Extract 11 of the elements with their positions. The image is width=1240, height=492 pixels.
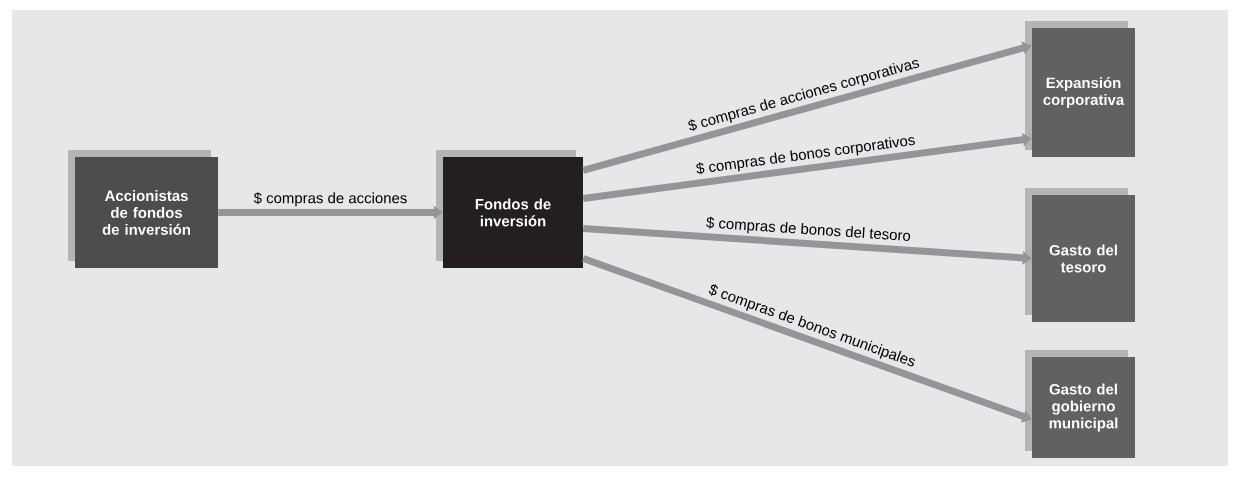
arrow bbox=[582, 132, 1032, 202]
process-box: Gasto del gobierno municipal bbox=[1025, 350, 1135, 458]
arrow bbox=[582, 255, 1032, 423]
process-box: Gasto del tesoro bbox=[1025, 188, 1135, 322]
arrow bbox=[582, 41, 1032, 174]
edge-label: $ compras de bonos del tesoro bbox=[704, 215, 913, 246]
process-box: Fondos de inversión bbox=[436, 150, 583, 268]
process-box: Accionistas de fondos de inversión bbox=[68, 150, 218, 268]
edge-label: $ compras de acciones bbox=[252, 191, 409, 208]
process-box: Expansión corporativa bbox=[1025, 21, 1135, 157]
edge-label: $ compras de bonos corporativos bbox=[694, 132, 918, 179]
